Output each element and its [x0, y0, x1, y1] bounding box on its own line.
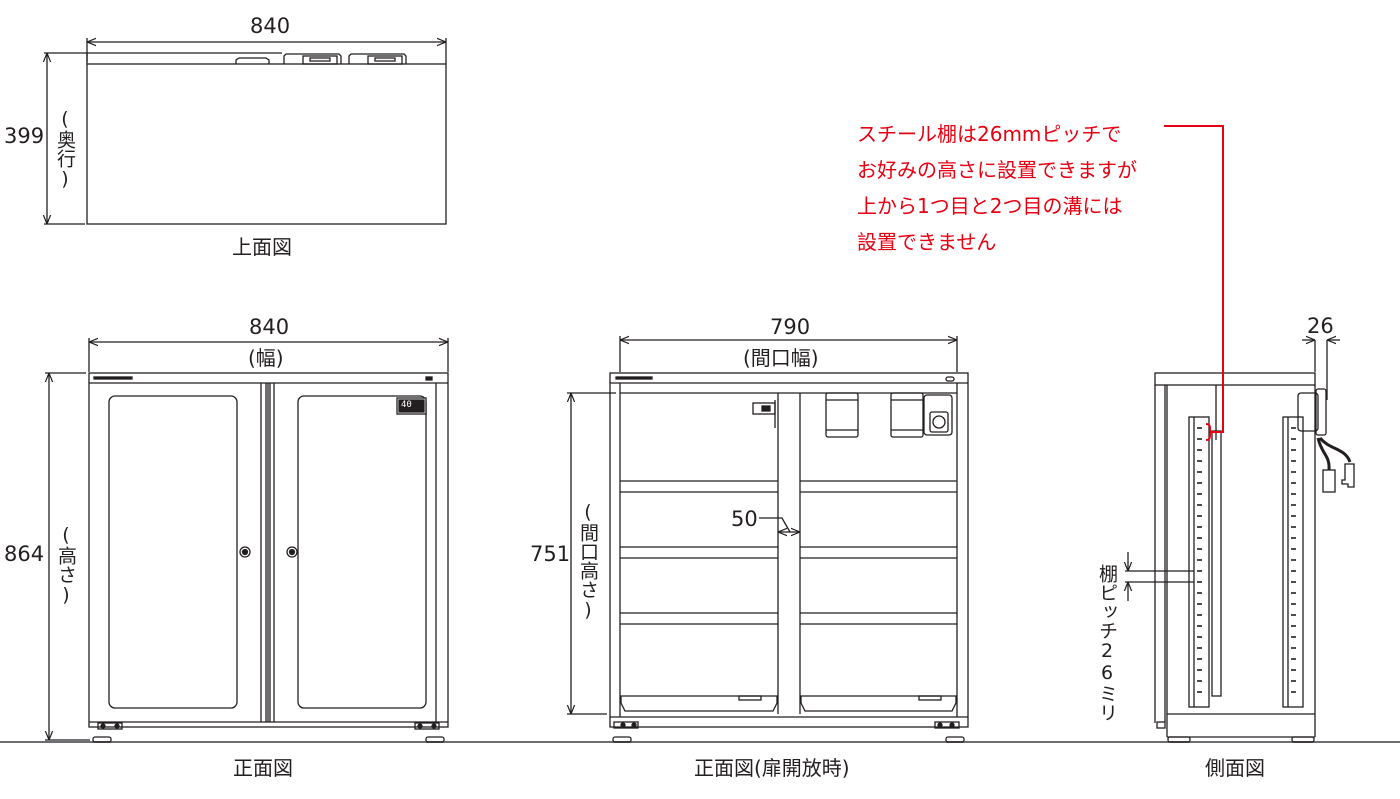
annotation-leader	[1164, 125, 1224, 441]
shelf-note-line: 上から1つ目と2つ目の溝には	[857, 194, 1123, 218]
front-height-label: (高さ)	[55, 524, 77, 606]
front-view-drawing	[45, 338, 449, 743]
opening-width-label: (間口幅)	[743, 346, 819, 370]
front-view-caption: 正面図	[233, 756, 293, 780]
shelf-note: スチール棚は26mmピッチで お好みの高さに設置できますが 上から1つ目と2つ目…	[857, 116, 1137, 260]
opening-height-dim: 751	[530, 542, 571, 566]
shelf-note-line: お好みの高さに設置できますが	[857, 158, 1137, 182]
humidity-display: 40	[401, 400, 412, 410]
front-width-label: (幅)	[248, 346, 284, 370]
top-depth-dim: 399	[4, 124, 45, 148]
front-open-view-drawing	[567, 336, 969, 743]
top-view-caption: 上面図	[232, 235, 292, 259]
front-width-dim: 840	[249, 315, 290, 339]
opening-height-label: (間口高さ)	[577, 501, 599, 621]
top-depth-label: (奥行)	[54, 108, 76, 190]
shelf-note-line: スチール棚は26mmピッチで	[857, 122, 1122, 146]
top-width-dim: 840	[250, 14, 291, 38]
side-view-caption: 側面図	[1205, 756, 1265, 780]
shelf-note-line: 設置できません	[857, 230, 997, 254]
top-view-drawing	[44, 38, 447, 225]
front-height-dim: 864	[4, 542, 45, 566]
front-open-view-caption: 正面図(扉開放時)	[694, 756, 850, 780]
side-view-drawing	[1125, 340, 1355, 743]
shelf-pitch-label: 棚ピッチ26ミリ	[1096, 564, 1118, 722]
center-post-dim: 50	[731, 507, 758, 531]
protrusion-dim: 26	[1307, 314, 1334, 338]
opening-width-dim: 790	[770, 315, 811, 339]
